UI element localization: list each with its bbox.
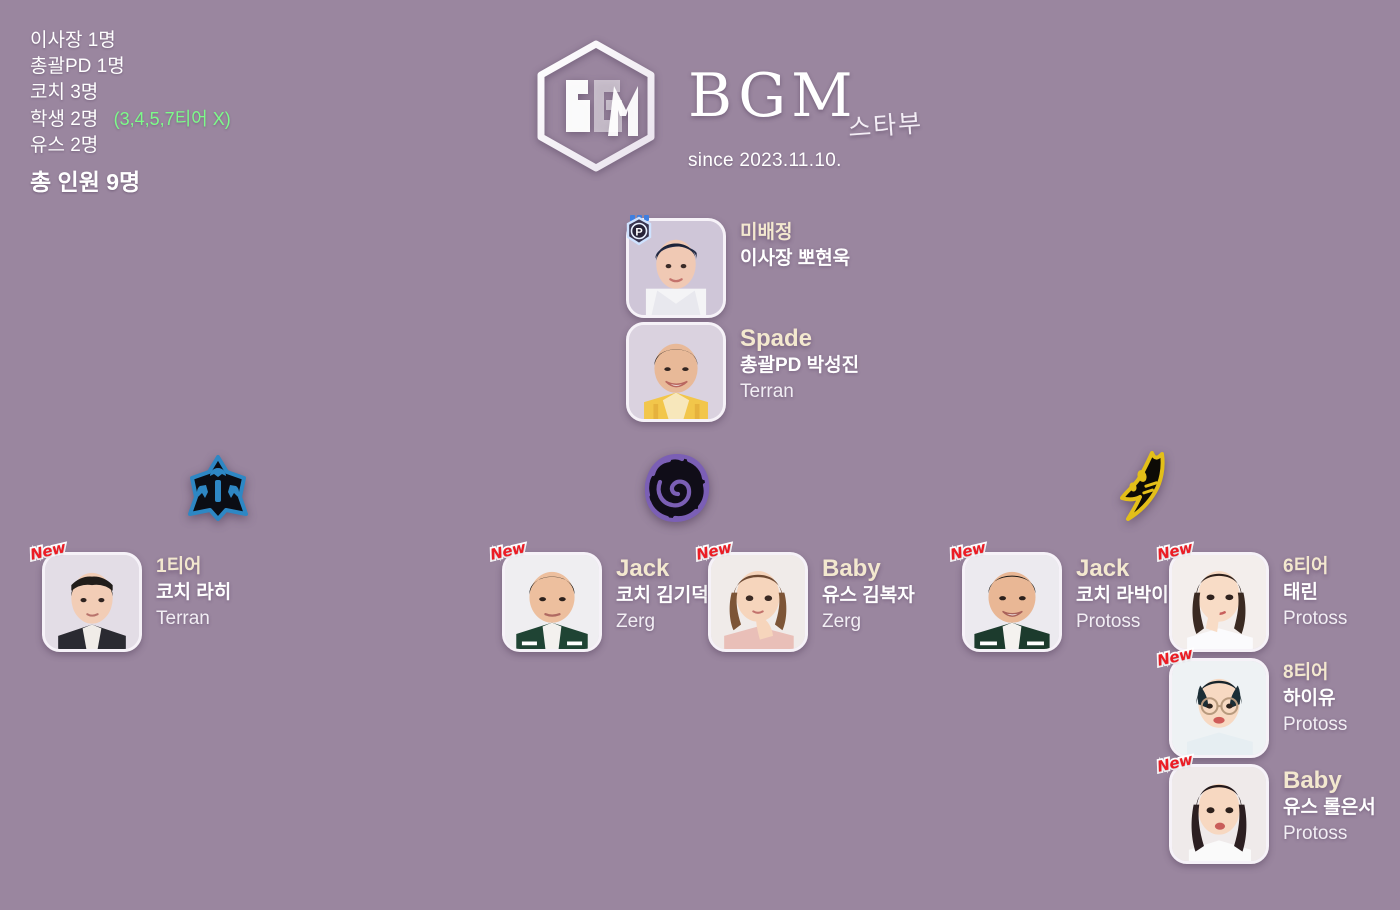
member-photo-wrap: New xyxy=(487,536,602,652)
p-rank-badge-icon: P xyxy=(622,214,656,248)
member-portrait xyxy=(42,552,142,652)
roster-line: 코치 3명 xyxy=(30,80,350,106)
member-card-chairman[interactable]: P 미배정 이사장 뽀현욱 xyxy=(626,215,850,318)
roster-line: 유스 2명 xyxy=(30,133,350,159)
member-card-protoss-s2[interactable]: New xyxy=(1154,642,1347,758)
protoss-emblem-icon xyxy=(1108,450,1180,522)
member-portrait xyxy=(1169,658,1269,758)
member-portrait xyxy=(502,552,602,652)
brand-since: since 2023.11.10. xyxy=(688,150,842,171)
roster-line: 이사장 1명 xyxy=(30,28,350,54)
member-text: Baby 유스 김복자 Zerg xyxy=(822,552,915,635)
terran-emblem-icon xyxy=(182,452,254,524)
member-role: 유스 롤은서 xyxy=(1283,797,1376,818)
roster-summary: 이사장 1명 총괄PD 1명 코치 3명 학생 2명 (3,4,5,7티어 X)… xyxy=(30,28,350,197)
member-card-zerg-y1[interactable]: New Baby 유스 김복자 Zerg xyxy=(693,536,915,652)
member-photo-wrap: P xyxy=(626,215,726,318)
member-race: Protoss xyxy=(1283,714,1348,735)
member-text: Jack 코치 라박이 Protoss xyxy=(1076,552,1169,635)
member-card-zerg-c1[interactable]: New Jack 코치 김기덕 Zerg xyxy=(487,536,709,652)
member-role: 코치 라박이 xyxy=(1076,585,1169,606)
member-text: 1티어 코치 라히 Terran xyxy=(156,552,231,632)
member-portrait xyxy=(1169,552,1269,652)
member-race: Protoss xyxy=(1283,608,1348,629)
member-photo-wrap: New xyxy=(1154,642,1269,758)
member-nickname: 1티어 xyxy=(156,556,202,577)
member-role: 태린 xyxy=(1283,582,1318,603)
member-nickname: Spade xyxy=(740,325,813,352)
brand-header: BGM 스타부 since 2023.11.10. xyxy=(528,28,1008,188)
member-text: Baby 유스 롤은서 Protoss xyxy=(1283,764,1376,847)
roster-line-label: 학생 2명 xyxy=(30,109,99,130)
member-photo-wrap: New xyxy=(1154,536,1269,652)
brand-wordmark: BGM xyxy=(688,61,858,131)
member-text: 미배정 이사장 뽀현욱 xyxy=(740,218,850,272)
member-role: 총괄PD 박성진 xyxy=(740,355,860,376)
member-portrait xyxy=(708,552,808,652)
member-portrait xyxy=(626,322,726,422)
member-portrait xyxy=(1169,764,1269,864)
member-card-protoss-c1[interactable]: New Jack 코치 라박이 Protoss xyxy=(947,536,1169,652)
roster-line-label: 코치 3명 xyxy=(30,82,99,103)
roster-line-label: 유스 2명 xyxy=(30,135,99,156)
member-card-terran-c1[interactable]: New 1티어 코치 라히 Terran xyxy=(27,536,231,652)
roster-line-label: 이사장 1명 xyxy=(30,30,116,51)
member-photo-wrap: New xyxy=(27,536,142,652)
roster-line: 총괄PD 1명 xyxy=(30,54,350,80)
member-portrait xyxy=(626,218,726,318)
roster-line-note: (3,4,5,7티어 X) xyxy=(113,109,231,129)
member-race: Terran xyxy=(156,608,210,629)
svg-text:P: P xyxy=(635,227,642,239)
member-race: Terran xyxy=(740,381,794,402)
member-role: 유스 김복자 xyxy=(822,585,915,606)
member-nickname: Baby xyxy=(1283,767,1342,794)
member-race: Protoss xyxy=(1076,611,1141,632)
member-card-protoss-s1[interactable]: New 6티어 태린 Protoss xyxy=(1154,536,1347,652)
member-race: Zerg xyxy=(616,611,656,632)
member-card-protoss-y1[interactable]: New Baby 유스 롤은서 Protoss xyxy=(1154,748,1376,864)
member-nickname: Jack xyxy=(1076,555,1130,582)
zerg-emblem-icon xyxy=(641,452,713,524)
brand-subtitle: 스타부 xyxy=(847,108,925,143)
member-text: Jack 코치 김기덕 Zerg xyxy=(616,552,709,635)
member-photo-wrap: New xyxy=(947,536,1062,652)
member-text: 6티어 태린 Protoss xyxy=(1283,552,1347,632)
bgm-hexagon-logo-icon xyxy=(528,38,664,174)
member-text: 8티어 하이유 Protoss xyxy=(1283,658,1347,738)
member-race: Zerg xyxy=(822,611,862,632)
member-photo-wrap: New xyxy=(1154,748,1269,864)
member-role: 코치 김기덕 xyxy=(616,585,709,606)
member-nickname: 8티어 xyxy=(1283,662,1329,683)
member-card-head-pd[interactable]: Spade 총괄PD 박성진 Terran xyxy=(626,322,859,422)
member-text: Spade 총괄PD 박성진 Terran xyxy=(740,322,859,405)
member-race: Protoss xyxy=(1283,823,1348,844)
member-portrait xyxy=(962,552,1062,652)
member-nickname: 미배정 xyxy=(740,222,793,243)
member-role: 하이유 xyxy=(1283,688,1336,709)
roster-line: 학생 2명 (3,4,5,7티어 X) xyxy=(30,106,350,133)
member-photo-wrap: New xyxy=(693,536,808,652)
roster-line-label: 총괄PD 1명 xyxy=(30,56,125,77)
member-nickname: Baby xyxy=(822,555,881,582)
member-role: 코치 라히 xyxy=(156,582,232,603)
roster-total: 총 인원 9명 xyxy=(30,169,141,195)
member-role: 이사장 뽀현욱 xyxy=(740,248,851,269)
member-nickname: 6티어 xyxy=(1283,556,1329,577)
member-photo-wrap xyxy=(626,322,726,422)
member-nickname: Jack xyxy=(616,555,670,582)
